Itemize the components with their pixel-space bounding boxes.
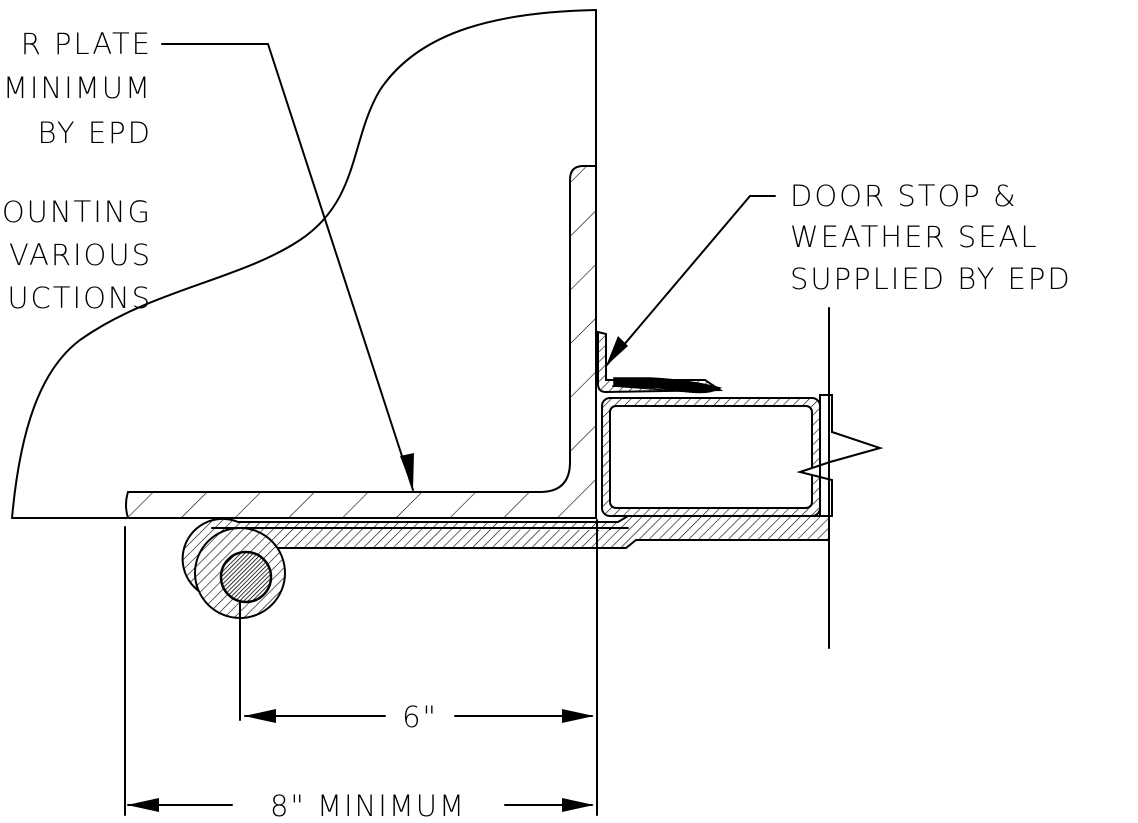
leader-arrowhead-stop [606,336,628,366]
dim-6-label: 6" [402,700,438,734]
left-label-line-5: VARIOUS [9,238,152,272]
dim-6-arrow-right [562,709,594,723]
breakout-outline [11,9,597,519]
right-label-line-1: DOOR STOP & [790,179,1018,213]
left-label-line-1: R PLATE [21,27,152,61]
weather-seal [613,377,722,394]
left-label-line-2: MINIMUM [3,71,152,105]
leader-line-stop-diag [605,195,751,367]
right-label-line-2: WEATHER SEAL [790,220,1039,254]
right-label-line-3: SUPPLIED BY EPD [790,262,1072,296]
dim-8-arrow-right [562,798,594,812]
left-label-line-6: UCTIONS [7,281,152,315]
left-label-block: R PLATE MINIMUM BY EPD OUNTING VARIOUS U… [2,27,152,315]
dim-8-label: 8" MINIMUM [270,789,466,823]
leader-line-plate-diag [267,43,414,491]
tube-inner [609,405,813,509]
weather-seal-lines [611,379,691,393]
dim-8-arrow-left [127,798,159,812]
dim-6-arrow-left [244,709,276,723]
leader-arrowhead-plate [400,453,414,490]
left-label-line-3: BY EPD [38,116,152,150]
right-label-block: DOOR STOP & WEATHER SEAL SUPPLIED BY EPD [790,179,1072,296]
left-label-line-4: OUNTING [2,195,152,229]
angle-plate [125,165,597,519]
hinge-rod [219,550,273,604]
